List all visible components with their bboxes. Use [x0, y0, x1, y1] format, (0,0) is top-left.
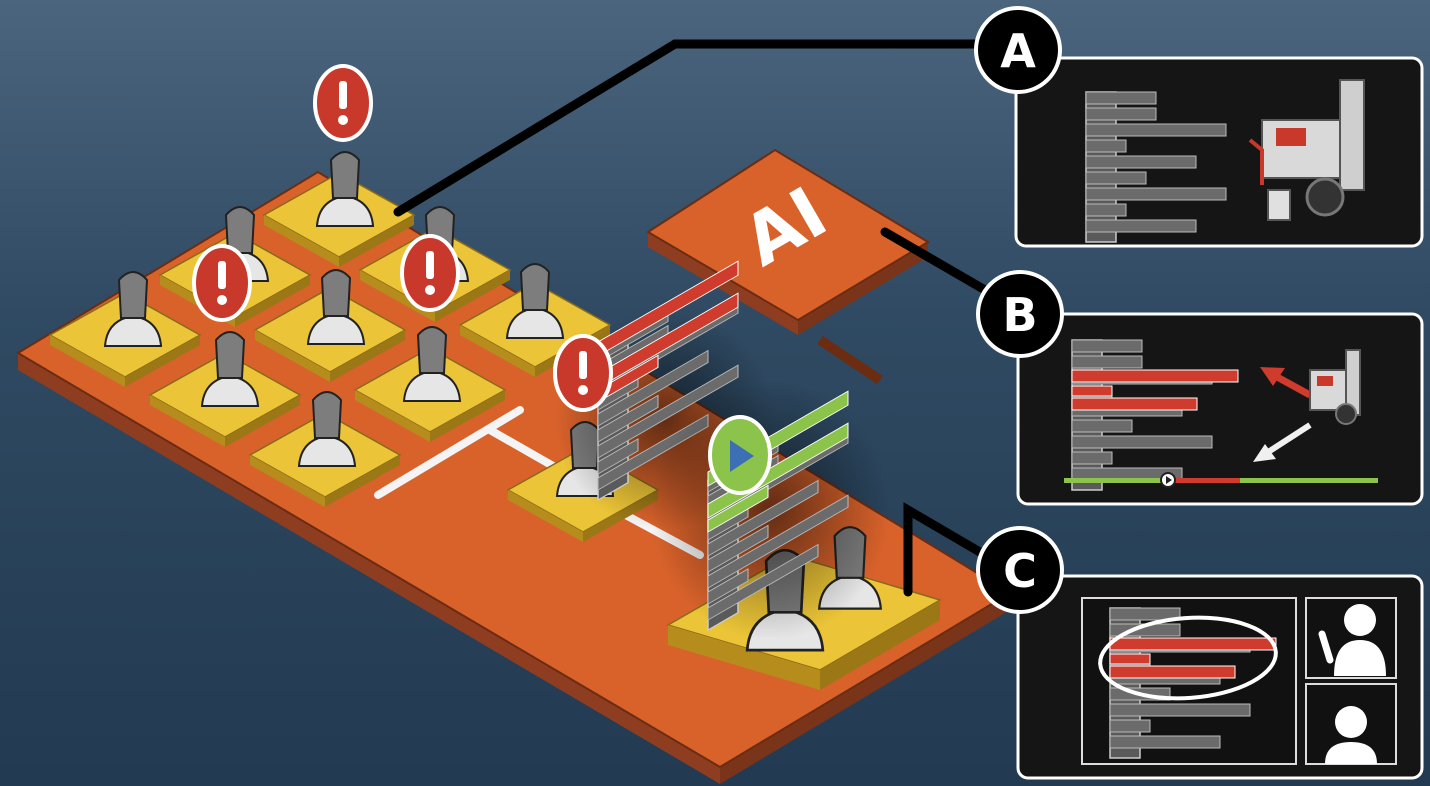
label-b: B	[976, 270, 1064, 358]
callout-lines	[393, 39, 990, 597]
alert-icon	[192, 244, 252, 322]
panel-b	[1016, 312, 1424, 506]
robot-icon	[1248, 79, 1365, 221]
alert-icon	[553, 334, 613, 412]
annotation-circle	[1098, 615, 1278, 701]
ai-box: AI	[646, 148, 930, 335]
label-a: A	[974, 6, 1062, 94]
replay-code-panel	[650, 380, 890, 640]
alert-icon	[313, 64, 373, 142]
student-video-avatar-icon	[1325, 706, 1377, 764]
teacher-video-avatar-icon	[1318, 604, 1386, 676]
timeline-bar	[1064, 472, 1378, 488]
panel-c	[1016, 574, 1424, 780]
label-c-text: C	[1003, 544, 1037, 598]
play-icon	[708, 415, 772, 495]
alert-icon	[400, 234, 460, 312]
label-a-text: A	[1000, 24, 1036, 78]
panel-a	[1014, 56, 1424, 248]
robot-icon	[1309, 349, 1361, 425]
label-c: C	[976, 526, 1064, 614]
label-b-text: B	[1002, 288, 1037, 342]
